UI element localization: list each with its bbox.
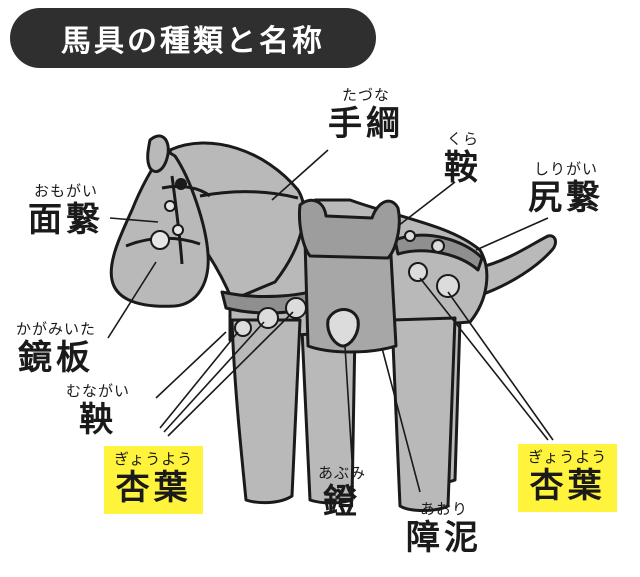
name-shirigai: 尻繋 <box>528 178 604 218</box>
leader-gyoyo-right-2 <box>447 291 554 441</box>
reading-tazuna: たづな <box>341 86 390 104</box>
horse-eye <box>175 178 187 190</box>
label-gyoyo-right: ぎょうよう 杏葉 <box>518 444 618 512</box>
leader-kura <box>397 181 456 227</box>
label-tazuna: たづな 手綱 <box>328 86 404 144</box>
reading-munagai: むながい <box>66 382 131 400</box>
title-banner: 馬具の種類と名称 <box>10 8 376 68</box>
leader-gyoyo-left-3 <box>167 311 294 437</box>
pendant-front <box>234 319 252 337</box>
pendant-rear <box>404 230 416 242</box>
pendant-rear <box>431 239 445 253</box>
name-gyoyo-left: 杏葉 <box>115 468 192 508</box>
label-gyoyo-left: ぎょうよう 杏葉 <box>104 446 204 514</box>
label-shirigai: しりがい 尻繋 <box>528 160 604 218</box>
leader-aori <box>381 347 421 493</box>
stirrup <box>326 308 360 348</box>
horse-ear <box>146 134 170 173</box>
horse-tail <box>476 234 557 298</box>
leader-gyoyo-left-1 <box>159 331 239 429</box>
leader-gyoyo-left-2 <box>163 321 265 433</box>
reins <box>199 190 299 200</box>
crupper-strap <box>393 233 484 272</box>
name-omogai: 面繋 <box>28 200 104 240</box>
leader-munagai <box>155 331 227 399</box>
horse-leg-far-front <box>300 328 357 505</box>
reading-kagamiita: かがみいた <box>16 320 97 338</box>
leader-gyoyo-right-1 <box>419 277 549 441</box>
bit-plate <box>150 230 170 250</box>
label-kura: くら 鞍 <box>444 130 482 188</box>
bridle-boss <box>164 200 176 212</box>
label-omogai: おもがい 面繋 <box>28 182 104 240</box>
saddle <box>298 198 401 260</box>
pendant-rear <box>408 262 428 282</box>
name-abumi: 鐙 <box>323 482 361 522</box>
label-munagai: むながい 鞅 <box>66 382 130 440</box>
horse-leg-near-back <box>390 316 457 512</box>
leader-tazuna <box>271 149 329 201</box>
reading-gyoyo-left: ぎょうよう <box>114 450 194 468</box>
label-kagamiita: かがみいた 鏡板 <box>16 320 96 378</box>
pendant-rear <box>436 274 460 298</box>
reading-shirigai: しりがい <box>533 160 598 178</box>
leader-abumi <box>344 345 353 461</box>
reading-abumi: あぶみ <box>318 464 367 482</box>
name-aori: 障泥 <box>406 518 482 558</box>
reading-omogai: おもがい <box>33 182 98 200</box>
reading-kura: くら <box>446 130 479 148</box>
bridle-cheekstrap <box>170 175 184 265</box>
leader-omogai <box>109 217 159 223</box>
name-gyoyo-right: 杏葉 <box>529 466 606 506</box>
leader-shirigai <box>475 217 549 251</box>
horse-leg-near-front <box>230 318 302 505</box>
reading-gyoyo-right: ぎょうよう <box>528 448 608 466</box>
bridle-boss <box>172 224 184 236</box>
name-kagamiita: 鏡板 <box>18 338 94 378</box>
name-munagai: 鞅 <box>79 400 117 440</box>
leader-kagamiita <box>107 261 157 339</box>
label-aori: あおり 障泥 <box>406 500 482 558</box>
page-title: 馬具の種類と名称 <box>61 24 325 59</box>
name-tazuna: 手綱 <box>328 104 404 144</box>
name-kura: 鞍 <box>444 148 482 188</box>
reading-aori: あおり <box>419 500 468 518</box>
label-abumi: あぶみ 鐙 <box>318 464 366 522</box>
